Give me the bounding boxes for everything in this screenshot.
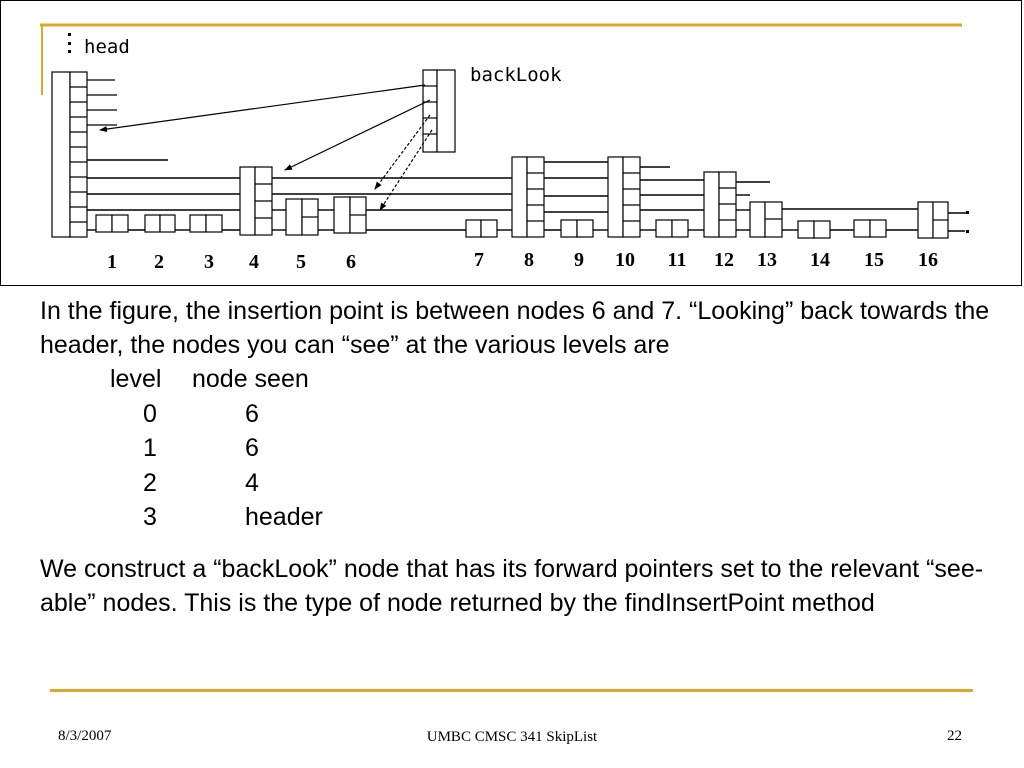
node-label: 13 [757,249,777,271]
head-marker-dot [68,50,71,53]
explanation-paragraph: In the figure, the insertion point is be… [40,297,990,359]
level-value: 1 [143,434,157,462]
levels-table-row: 2 4 [110,466,323,501]
node-16 [917,201,949,239]
node-label: 1 [107,251,117,273]
footer-title: UMBC CMSC 341 SkipList [426,729,598,745]
levels-table-header: level node seen [110,362,323,397]
node-label: 3 [204,251,214,273]
header-node [51,71,88,238]
node-label: 12 [714,249,734,271]
bottom-accent-rule [50,689,973,692]
node-10 [607,156,641,238]
node-15 [853,219,887,238]
page-number: 22 [947,728,962,744]
levels-table-row: 0 6 [110,397,323,432]
levels-table-row: 3 header [110,500,323,535]
node-label: 9 [574,249,584,271]
node-label: 16 [918,249,938,271]
node-6 [333,196,367,234]
node-label: 15 [864,249,884,271]
node-1 [95,214,129,233]
head-marker-dot [68,42,71,45]
node-8 [511,156,545,238]
head-label: head [84,36,130,58]
null-marker [966,211,969,214]
node-12 [703,171,737,238]
skiplist-diagram: head backLook [40,23,969,273]
node-label: 8 [524,249,534,271]
level-value: 3 [143,503,157,531]
node-4 [239,166,273,236]
level-value: 0 [143,399,157,428]
levels-table: level node seen 0 6 1 6 2 4 3 header [110,362,323,535]
node-label: 10 [615,249,635,271]
level-pointers [87,159,967,232]
node-7 [465,219,498,238]
node-label: 2 [154,251,164,273]
node-5 [285,198,319,236]
node-seen-value: 6 [245,434,259,462]
null-marker [966,230,969,233]
backlook-paragraph: We construct a “backLook” node that has … [40,555,984,617]
node-14 [797,220,831,239]
head-marker-dot [68,33,71,36]
node-seen-value: header [245,503,323,531]
footer-date: 8/3/2007 [58,728,112,744]
node-9 [560,219,594,238]
node-label: 4 [249,251,259,273]
node-seen-column-header: node seen [192,365,309,393]
node-3 [189,214,223,233]
backlook-pointers [99,84,433,211]
figure-frame [0,0,1022,286]
header-null-pointers [87,79,117,126]
backlook-label: backLook [470,64,562,86]
node-label: 6 [346,251,356,273]
node-label: 7 [474,249,484,271]
node-label: 11 [668,249,687,271]
node-number-labels: 1 2 3 4 5 6 7 8 9 10 11 12 13 14 15 16 [107,249,938,273]
node-label: 5 [296,251,306,273]
node-seen-value: 4 [245,468,259,497]
node-label: 14 [810,249,830,271]
list-nodes [95,156,949,239]
level-column-header: level [110,365,162,393]
node-11 [655,219,689,238]
node-2 [144,214,176,233]
node-13 [749,201,783,238]
level-value: 2 [143,468,157,497]
backlook-node [422,69,456,153]
levels-table-row: 1 6 [110,431,323,466]
node-seen-value: 6 [245,399,259,428]
